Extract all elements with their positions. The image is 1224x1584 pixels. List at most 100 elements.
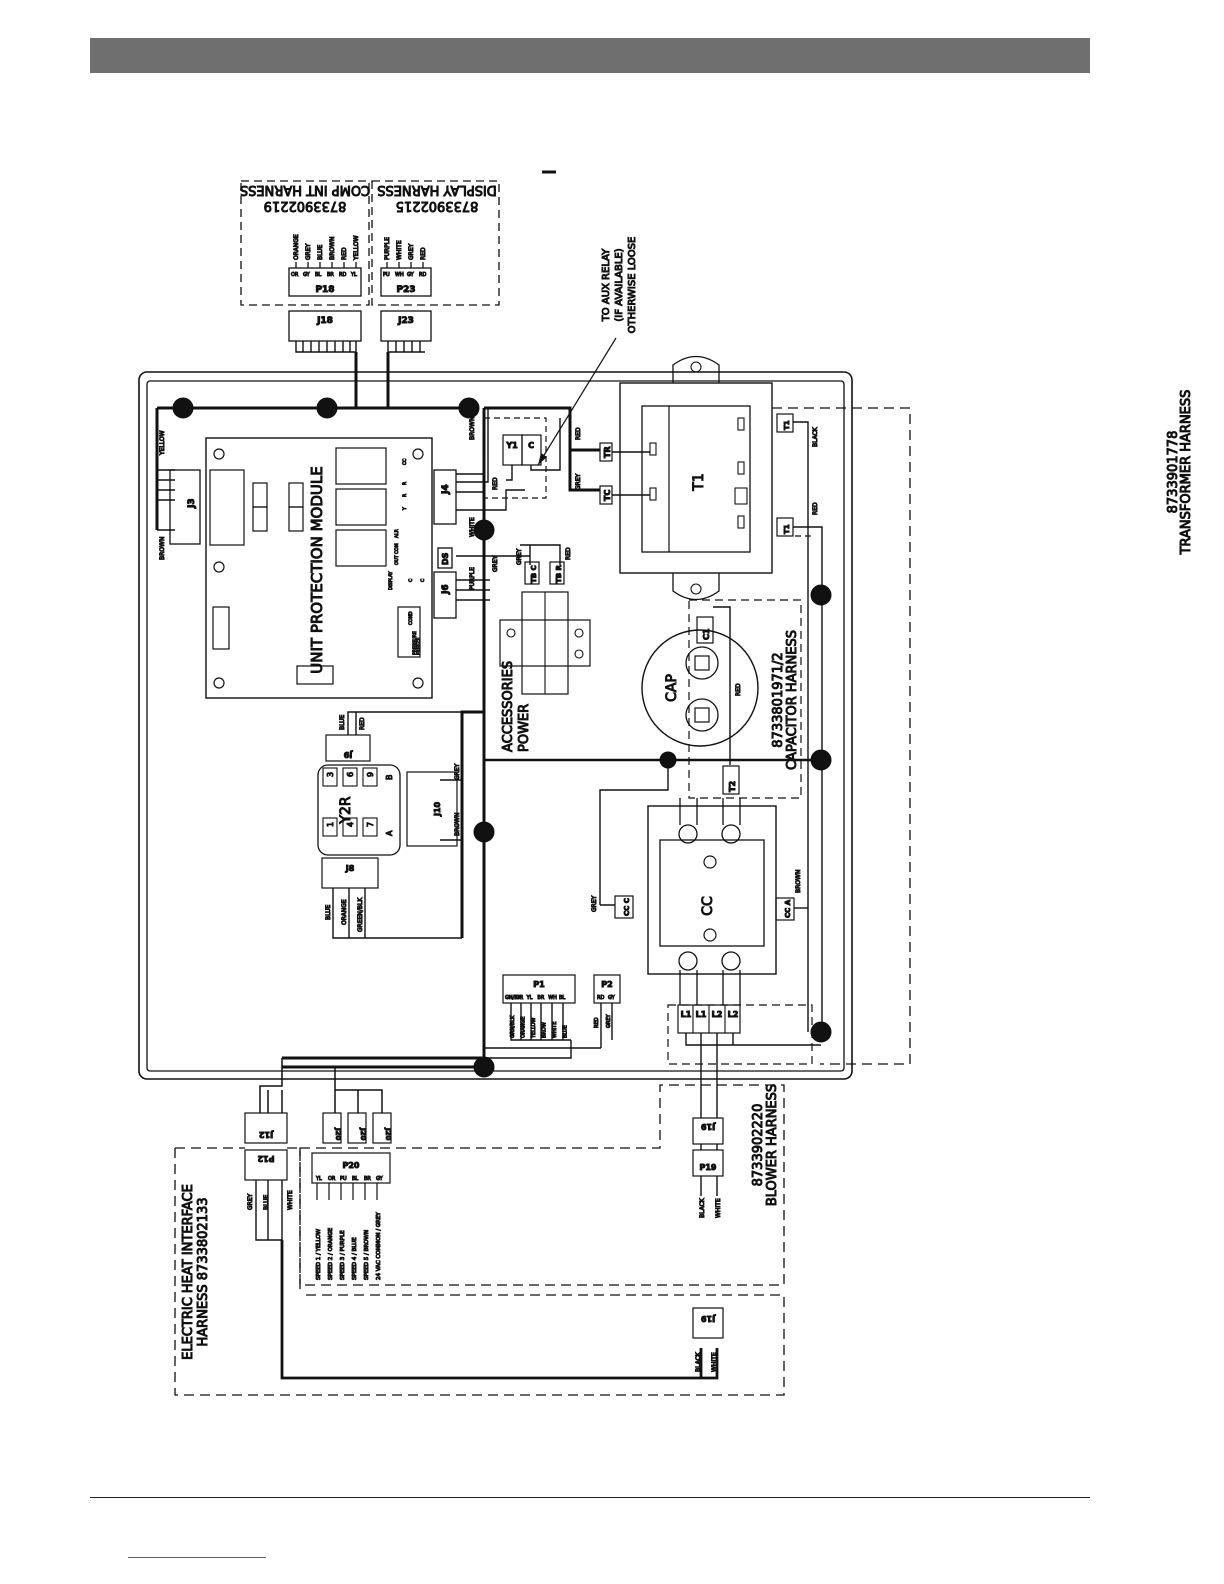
capacitor-pn: 8733801971/2: [771, 652, 786, 747]
p23-wire-label: RED: [420, 247, 427, 260]
l2a-label: L2: [712, 1010, 723, 1019]
transformer-harness-label: TRANSFORMER HARNESS: [1179, 390, 1194, 556]
upm-mount-hole-5: [412, 677, 424, 689]
j4-connector: [433, 469, 457, 525]
junction-10: [473, 1056, 495, 1078]
p19-connector: [692, 1149, 724, 1177]
y2r-side-label: A: [385, 830, 394, 836]
p18-wire-label: BROWN: [329, 237, 336, 260]
p19-wires: [700, 1144, 718, 1196]
upm-component: [212, 606, 230, 650]
upm-relay-3: [335, 529, 387, 567]
p23-pin: PU: [383, 272, 390, 278]
accessories-screw-2: [574, 628, 584, 638]
p23-wire-label: PURPLE: [384, 237, 391, 260]
y2r-pin-label: 3: [326, 772, 335, 777]
p2-wire-labels: RED GREY: [594, 1013, 613, 1029]
cap-label: CAP: [664, 674, 680, 702]
transformer-mount-hole-bottom: [690, 583, 702, 595]
cc-terminal-3: [678, 951, 698, 971]
cc-wire-brown: BROWN: [795, 870, 802, 893]
j23-connector: [380, 310, 432, 342]
p20-wire-label: SPEED 1 / YELLOW: [316, 1228, 322, 1280]
aux-relay-box: [483, 417, 547, 499]
tc-wire-grey: GREY: [575, 473, 582, 490]
transformer-core: [641, 405, 751, 553]
upm-mount-hole-3: [213, 561, 225, 573]
p18-pin: OR: [291, 272, 299, 278]
display-harness-box: [371, 180, 500, 306]
upm-switch-4: [288, 506, 304, 532]
y2r-pin-cell: [342, 767, 358, 787]
transformer-mount-hole-top: [690, 361, 702, 373]
p20-pin: GY: [376, 1176, 384, 1182]
upm-pin-label: CC: [402, 459, 408, 465]
j19b-wire-white: WHITE: [711, 1352, 718, 1372]
blower-pn: 8733902220: [751, 1104, 766, 1187]
p20-pin: BL: [352, 1176, 358, 1182]
j3-label: J3: [187, 498, 197, 509]
j6-wire-purple: PURPLE: [469, 567, 476, 590]
p23-pin: RD: [419, 272, 426, 278]
j10-connector: [406, 771, 458, 847]
upm-switch-3: [288, 482, 304, 508]
control-box-outer: [138, 371, 853, 1080]
eh-interface-label-2: HARNESS 8733802133: [196, 1198, 211, 1347]
t2-label: T2: [728, 781, 737, 792]
j23-label: J23: [397, 316, 414, 326]
footer-link[interactable]: [128, 1557, 266, 1558]
cap-red-wire: [713, 606, 731, 765]
p18-pin: BL: [315, 272, 321, 278]
t1-wire-red: RED: [812, 502, 819, 515]
j12-connector: [244, 1112, 288, 1144]
upm-pin-label: R: [402, 482, 408, 485]
y2r-pin-cell: [362, 767, 378, 787]
junction-9: [473, 821, 495, 843]
p2-label: P2: [601, 980, 612, 989]
display-pn: 8733902215: [396, 198, 479, 213]
transformer-tab-6: [737, 515, 745, 529]
j12-label: J12: [259, 1130, 274, 1139]
p1-wire-label: BLUE: [563, 1025, 569, 1038]
upm-relay-2: [335, 488, 387, 526]
aux-relay-note-2: (IF AVAILABLE): [614, 248, 625, 321]
p1-wires: [484, 1003, 572, 1059]
cap-terminal-2: [685, 698, 719, 732]
p19-label: P19: [700, 1163, 717, 1172]
p12-wire-white: WHITE: [287, 1190, 294, 1210]
y2r-pin-label: 4: [346, 822, 355, 827]
y2r-pin-label: 9: [366, 772, 375, 777]
upm-terminal-block: [397, 606, 421, 658]
j8-label: J8: [345, 864, 355, 873]
p1-wire-label: BROW: [542, 1022, 548, 1038]
p1-pin: BR: [537, 995, 544, 1001]
t1-wire-black: BLACK: [812, 426, 819, 447]
p12-connector: [244, 1149, 288, 1181]
j8-wires: [332, 888, 462, 939]
tr-label: TR: [603, 446, 612, 458]
p18-wire-label: ORANGE: [293, 234, 300, 260]
cc-label: CC: [700, 896, 716, 916]
p23-label: P23: [396, 285, 415, 295]
p20-wire-label: SPEED 4 / BLUE: [352, 1237, 358, 1280]
cc-screw-2: [703, 928, 717, 942]
junction-2: [316, 397, 338, 419]
j8-connector: [321, 857, 379, 889]
l1b-label: L1: [696, 1010, 707, 1019]
p18-label: P18: [315, 285, 334, 295]
j18-wires: [295, 341, 357, 353]
p2-wire-label: GREY: [606, 1013, 612, 1028]
contactor-coil: [659, 839, 765, 947]
cc-c-label: CC C: [623, 898, 631, 916]
j6-connector: [433, 571, 457, 619]
upm-mount-hole-4: [213, 677, 225, 689]
p20-wire-label: SPEED 2 / ORANGE: [328, 1227, 334, 1280]
p2-wire-label: RED: [594, 1017, 600, 1028]
display-harness-label: DISPLAY HARNESS: [377, 182, 497, 197]
blower-harness-box: [299, 1084, 785, 1286]
